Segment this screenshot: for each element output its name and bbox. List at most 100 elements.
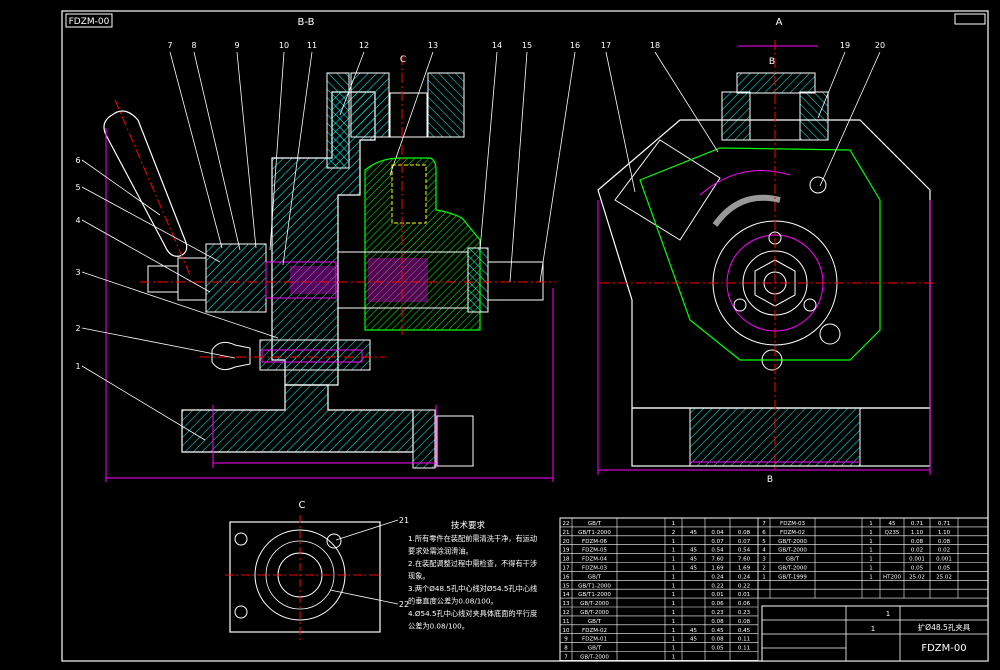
table-cell: 1	[672, 646, 676, 652]
table-cell: GB/T-2000	[778, 539, 807, 545]
table-cell: GB/T	[588, 574, 602, 580]
table-cell: 0.04	[711, 530, 724, 536]
leader-lines-side	[81, 159, 279, 441]
balloon-number: 16	[570, 41, 580, 50]
tech-req-line: 的垂直度公差为0.08/100。	[408, 597, 498, 606]
arc-slot-dim	[699, 170, 791, 196]
table-cell: FDZM-03	[582, 566, 607, 572]
table-cell: 0.05	[711, 646, 724, 652]
table-cell: HT200	[883, 574, 901, 580]
table-cell: 0.001	[909, 557, 925, 563]
table-cell: FDZM-05	[582, 548, 607, 554]
table-cell: 0.08	[711, 637, 724, 643]
table-cell: 45	[690, 637, 697, 643]
balloon-number: 21	[399, 516, 409, 525]
table-cell: 0.07	[738, 539, 751, 545]
table-cell: GB/T-1999	[778, 574, 807, 580]
table-cell: 1.10	[911, 530, 924, 536]
balloon-number: 15	[522, 41, 532, 50]
table-cell: FDZM-04	[582, 557, 607, 563]
table-cell: 14	[563, 592, 570, 598]
top-stud	[389, 92, 428, 138]
title-scale: 1	[886, 610, 890, 618]
view-c-plate	[229, 521, 381, 633]
table-cell: 4	[762, 548, 766, 554]
table-cell: 1	[672, 557, 676, 563]
table-cell: GB/T-2000	[580, 610, 609, 616]
balloon-number: 18	[650, 41, 660, 50]
top-boss-left	[721, 91, 751, 141]
plunger-body	[259, 339, 371, 371]
table-cell: 0.05	[911, 566, 924, 572]
tech-req-line: 3.两个Ø48.5孔中心线对Ø54.5孔中心线	[408, 584, 537, 593]
table-cell: GB/T-2000	[580, 601, 609, 607]
balloon-number: 20	[875, 41, 885, 50]
table-cell: 1	[869, 521, 873, 527]
table-cell: 7	[564, 655, 568, 661]
table-cell: 1	[672, 548, 676, 554]
workpiece-hole	[391, 164, 427, 224]
table-cell: 0.01	[738, 592, 750, 598]
balloon-number: 1	[75, 362, 80, 371]
balloon-number: 9	[234, 41, 239, 50]
shaft-core-magenta	[368, 258, 428, 302]
table-cell: 0.08	[911, 539, 924, 545]
table-cell: 1	[672, 583, 676, 589]
table-cell: 21	[563, 530, 570, 536]
table-cell: 11	[563, 619, 570, 625]
table-cell: 1	[869, 566, 873, 572]
arc-slot	[712, 194, 781, 227]
table-cell: 1	[672, 610, 676, 616]
technical-requirements: 技术要求 1.所有零件在装配前需清洗干净，有运动要求处需涂润滑油。2.在装配调整…	[408, 520, 537, 631]
balloon-number: 17	[601, 41, 611, 50]
bushing-inner	[290, 266, 336, 294]
table-cell: 10	[563, 628, 570, 634]
drawing-tag-box	[65, 13, 113, 28]
table-cell: 1	[672, 637, 676, 643]
balloon-number: 5	[75, 183, 80, 192]
balloon-number: 22	[399, 600, 409, 609]
table-cell: 3	[762, 557, 766, 563]
tech-req-heading: 技术要求	[451, 520, 486, 531]
table-cell: 1	[869, 539, 873, 545]
table-cell: 0.01	[711, 592, 723, 598]
title-block: 1 1 扩Ø48.5孔夹具 FDZM-00	[761, 605, 989, 662]
table-cell: 1	[672, 566, 676, 572]
balloon-number: 4	[75, 216, 80, 225]
top-boss-cap	[736, 72, 816, 94]
table-cell: FDZM-02	[780, 530, 805, 536]
balloon-number: 6	[75, 156, 80, 165]
pin-lower-right	[819, 323, 841, 345]
marker-b-bottom: B	[767, 475, 773, 485]
table-cell: 45	[690, 557, 697, 563]
shaft-nut	[177, 257, 207, 301]
table-cell: GB/T-2000	[778, 566, 807, 572]
table-cell: 12	[563, 610, 570, 616]
table-cell: 2	[762, 566, 766, 572]
table-cell: 45	[690, 530, 697, 536]
plunger-spring	[261, 349, 363, 363]
shaft-sleeve	[205, 243, 267, 313]
table-cell: 0.06	[711, 601, 724, 607]
view-a-label: A	[776, 17, 783, 28]
table-cell: 0.54	[738, 548, 751, 554]
table-cell: 0.06	[738, 601, 751, 607]
view-c-hole-bl	[234, 605, 248, 619]
table-cell: 7.60	[711, 557, 724, 563]
table-cell: 7	[762, 521, 766, 527]
table-cell: 17	[563, 566, 570, 572]
table-cell: 0.23	[738, 610, 751, 616]
view-a: A B	[597, 17, 935, 485]
balloon-number: 10	[279, 41, 289, 50]
balloon-number: 14	[492, 41, 502, 50]
table-cell: 45	[690, 566, 697, 572]
tech-req-line: 公差为0.08/100。	[408, 622, 469, 631]
leader-lines-top	[169, 51, 576, 283]
view-c: C	[225, 500, 385, 640]
base-foot-right	[412, 409, 436, 469]
table-cell: GB/T	[786, 557, 800, 563]
balloon-number: 8	[191, 41, 196, 50]
